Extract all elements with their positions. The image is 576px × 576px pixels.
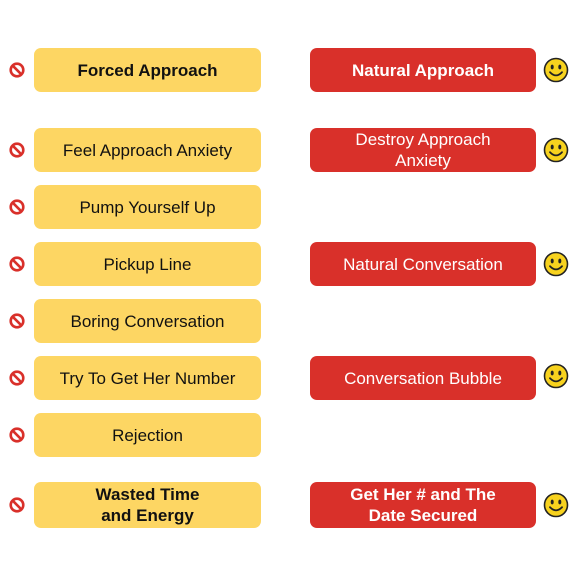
natural-approach-box: Natural Approach — [310, 48, 536, 92]
smiley-face-icon — [543, 57, 569, 83]
smiley-face-icon — [543, 137, 569, 163]
no-entry-icon — [9, 142, 25, 158]
no-entry-icon — [9, 370, 25, 386]
smiley-face-icon — [543, 492, 569, 518]
get-her-number-date-secured-box: Get Her # and The Date Secured — [310, 482, 536, 528]
no-entry-icon — [9, 427, 25, 443]
pump-yourself-up-box: Pump Yourself Up — [34, 185, 261, 229]
pickup-line-box: Pickup Line — [34, 242, 261, 286]
no-entry-icon — [9, 199, 25, 215]
try-to-get-her-number-box: Try To Get Her Number — [34, 356, 261, 400]
no-entry-icon — [9, 497, 25, 513]
wasted-time-and-energy-box: Wasted Time and Energy — [34, 482, 261, 528]
forced-approach-box: Forced Approach — [34, 48, 261, 92]
boring-conversation-box: Boring Conversation — [34, 299, 261, 343]
conversation-bubble-box: Conversation Bubble — [310, 356, 536, 400]
no-entry-icon — [9, 256, 25, 272]
rejection-box: Rejection — [34, 413, 261, 457]
no-entry-icon — [9, 313, 25, 329]
smiley-face-icon — [543, 363, 569, 389]
feel-approach-anxiety-box: Feel Approach Anxiety — [34, 128, 261, 172]
no-entry-icon — [9, 62, 25, 78]
natural-conversation-box: Natural Conversation — [310, 242, 536, 286]
destroy-approach-anxiety-box: Destroy Approach Anxiety — [310, 128, 536, 172]
smiley-face-icon — [543, 251, 569, 277]
